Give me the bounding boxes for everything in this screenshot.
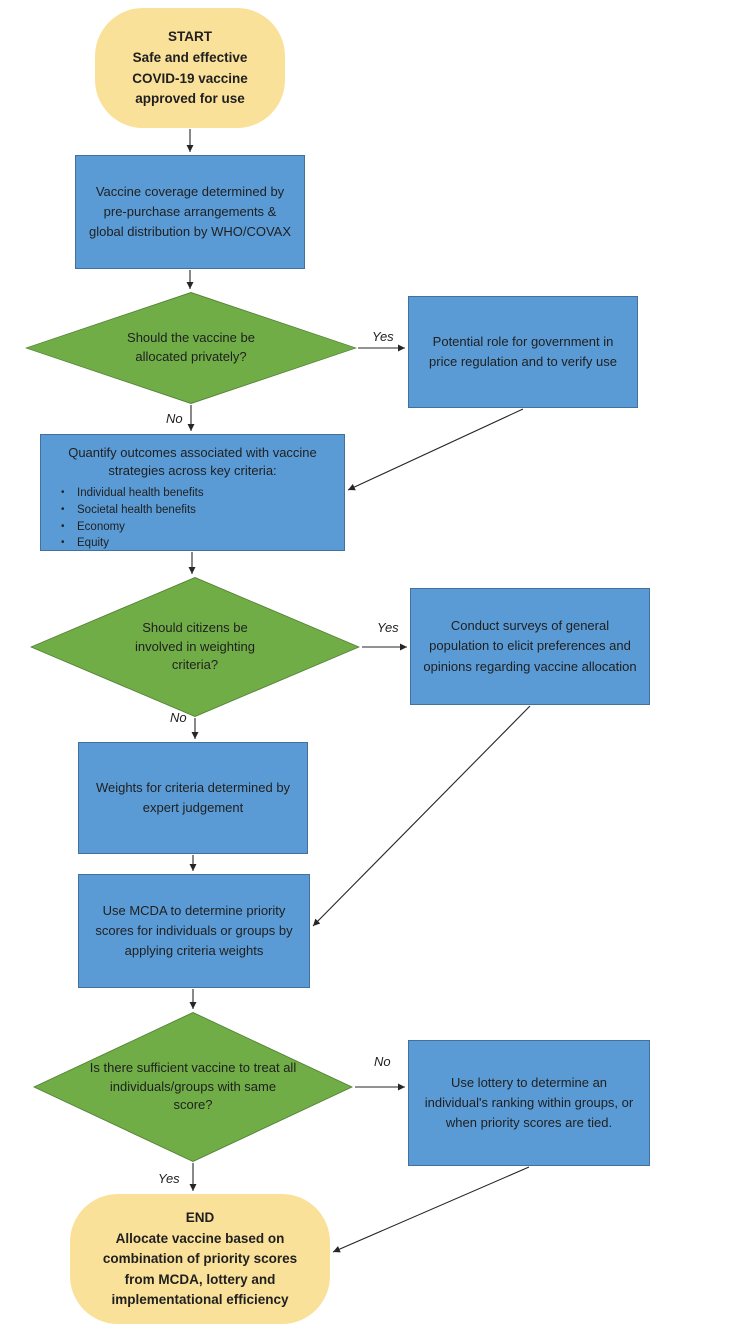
criteria-item-equity: Equity: [61, 535, 204, 552]
edge-label-private-yes: Yes: [372, 329, 394, 344]
process-quantify-outcomes: Quantify outcomes associated with vaccin…: [40, 434, 345, 551]
process-lottery-text: Use lottery to determine an individual's…: [424, 1074, 634, 1131]
process-conduct-surveys-text: Conduct surveys of general population to…: [423, 618, 637, 674]
process-conduct-surveys: Conduct surveys of general population to…: [410, 588, 650, 705]
end-text: Allocate vaccine based on combination of…: [102, 1231, 298, 1307]
process-lottery: Use lottery to determine an individual's…: [408, 1040, 650, 1166]
process-mcda-scores: Use MCDA to determine priority scores fo…: [78, 874, 310, 988]
edge-label-citizens-yes: Yes: [377, 620, 399, 635]
process-expert-weights: Weights for criteria determined by exper…: [78, 742, 308, 854]
process-mcda-scores-text: Use MCDA to determine priority scores fo…: [95, 902, 293, 959]
process-expert-weights-text: Weights for criteria determined by exper…: [95, 779, 291, 815]
process-vaccine-coverage-text: Vaccine coverage determined by pre-purch…: [88, 183, 292, 240]
edge-label-sufficient-yes: Yes: [158, 1171, 180, 1186]
start-text: Safe and effective COVID-19 vaccine appr…: [132, 50, 248, 106]
start-node: START Safe and effective COVID-19 vaccin…: [95, 8, 285, 128]
end-heading: END: [185, 1209, 215, 1225]
process-government-role-text: Potential role for government in price r…: [429, 333, 617, 369]
arrow-government-to-quantify: [347, 408, 524, 491]
decision-allocated-privately-text: Should the vaccine be allocated privatel…: [127, 330, 255, 364]
edge-label-citizens-no: No: [170, 710, 187, 725]
criteria-item-societal: Societal health benefits: [61, 502, 204, 519]
decision-allocated-privately: Should the vaccine be allocated privatel…: [25, 292, 357, 404]
decision-sufficient-vaccine: Is there sufficient vaccine to treat all…: [33, 1012, 353, 1162]
arrow-lottery-to-end: [332, 1166, 530, 1253]
end-node: END Allocate vaccine based on combinatio…: [70, 1194, 330, 1324]
process-vaccine-coverage: Vaccine coverage determined by pre-purch…: [75, 155, 305, 269]
criteria-item-individual: Individual health benefits: [61, 485, 204, 502]
decision-citizens-weighting-text: Should citizens be involved in weighting…: [135, 619, 255, 673]
edge-label-private-no: No: [166, 411, 183, 426]
criteria-list: Individual health benefits Societal heal…: [53, 485, 204, 552]
process-quantify-outcomes-heading: Quantify outcomes associated with vaccin…: [68, 445, 317, 479]
arrow-surveys-to-mcda: [312, 705, 531, 927]
edge-label-sufficient-no: No: [374, 1054, 391, 1069]
start-heading: START: [168, 29, 212, 44]
decision-sufficient-vaccine-text: Is there sufficient vaccine to treat all…: [89, 1059, 297, 1113]
process-government-role: Potential role for government in price r…: [408, 296, 638, 408]
criteria-item-economy: Economy: [61, 519, 204, 536]
decision-citizens-weighting: Should citizens be involved in weighting…: [30, 577, 360, 717]
